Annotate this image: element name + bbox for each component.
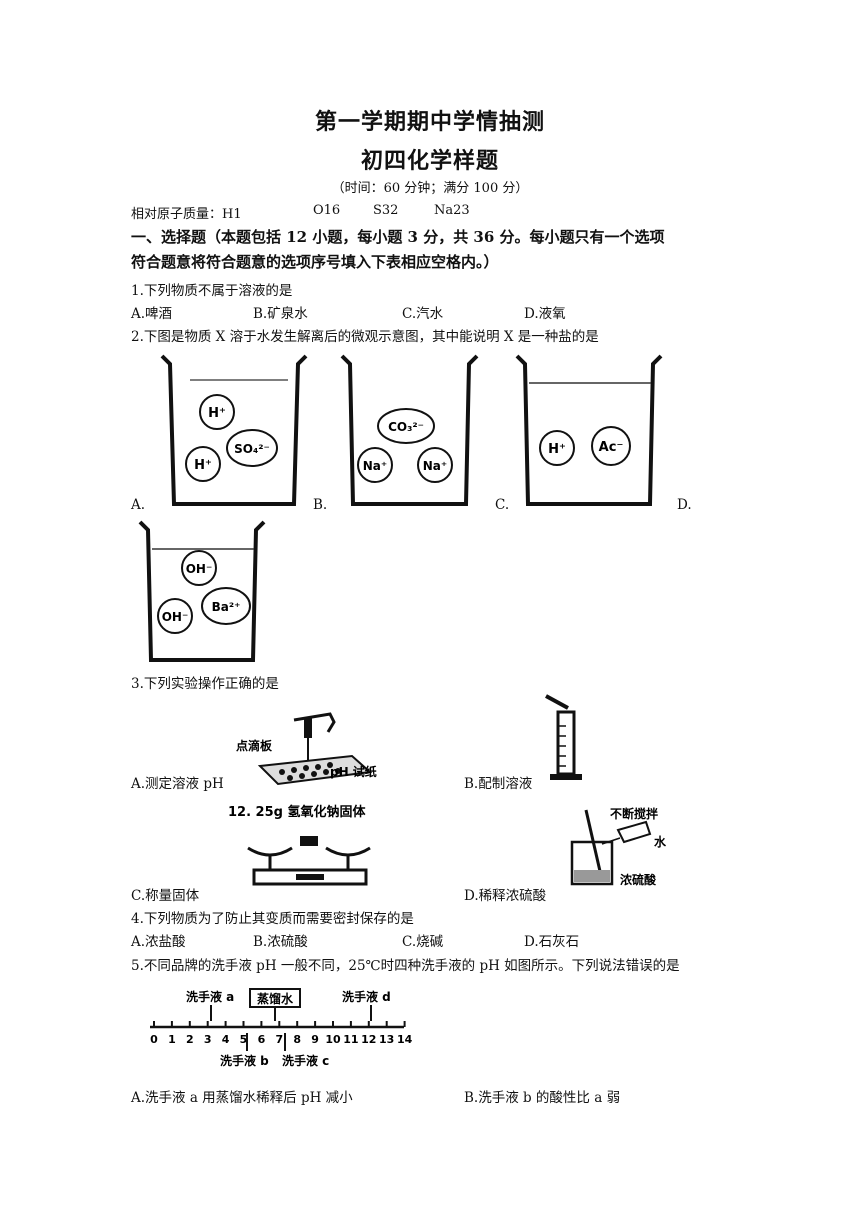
conc-acid-label: 浓硫酸: [620, 872, 657, 887]
label-d: 洗手液 d: [342, 989, 391, 1004]
question-1-option-c: C.汽水: [402, 306, 444, 322]
question-3-option-b: B.配制溶液: [464, 776, 533, 792]
question-1-option-a: A.啤酒: [131, 306, 173, 322]
ion-label: SO₄²⁻: [234, 442, 270, 456]
atomic-mass-label: 相对原子质量：H1: [131, 207, 242, 222]
scale-tick-label: 2: [186, 1033, 194, 1046]
question-2-option-b: B.: [313, 497, 328, 513]
scale-tick-label: 12: [361, 1033, 376, 1046]
question-4-option-b: B.浓硫酸: [253, 934, 308, 950]
question-5-option-a: A.洗手液 a 用蒸馏水稀释后 pH 减小: [131, 1090, 353, 1106]
question-4-option-c: C.烧碱: [402, 934, 444, 950]
label-a: 洗手液 a: [186, 989, 234, 1004]
ion-label: OH⁻: [162, 610, 189, 624]
question-1-option-d: D.液氧: [524, 306, 566, 322]
question-5-option-b: B.洗手液 b 的酸性比 a 弱: [464, 1090, 621, 1106]
measuring-cylinder-figure: [545, 694, 582, 780]
question-4-stem: 4.下列物质为了防止其变质而需要密封保存的是: [131, 911, 414, 927]
ion-label: H⁺: [208, 406, 226, 421]
time-note: （时间：60 分钟；满分 100 分）: [331, 181, 529, 196]
question-1-stem: 1.下列物质不属于溶液的是: [131, 283, 293, 299]
question-3-option-c: C.称量固体: [131, 888, 200, 904]
page-title: 第一学期期中学情抽测: [314, 109, 545, 135]
scale-tick-label: 7: [275, 1033, 283, 1046]
question-3-option-d: D.稀释浓硫酸: [464, 888, 547, 904]
scale-tick-label: 11: [343, 1033, 358, 1046]
question-4-option-d: D.石灰石: [524, 934, 580, 950]
question-3-stem: 3.下列实验操作正确的是: [131, 676, 279, 692]
atomic-mass-na: Na23: [434, 203, 470, 218]
label-b: 洗手液 b: [220, 1053, 269, 1068]
section-heading-line2: 符合题意将符合题意的选项序号填入下表相应空格内。）: [131, 253, 499, 271]
scale-tick-label: 10: [325, 1033, 341, 1046]
scale-tick-label: 9: [311, 1033, 319, 1046]
ion-label: Ac⁻: [599, 440, 624, 455]
question-5-stem: 5.不同品牌的洗手液 pH 一般不同，25℃时四种洗手液的 pH 如图所示。下列…: [131, 958, 680, 974]
scale-tick-label: 8: [293, 1033, 301, 1046]
atomic-mass-o: O16: [313, 203, 341, 218]
scale-tick-label: 5: [240, 1033, 248, 1046]
scale-tick-label: 6: [258, 1033, 266, 1046]
naoh-label: 12. 25g 氢氧化钠固体: [228, 804, 366, 820]
ion-label: Ba²⁺: [212, 600, 241, 614]
ion-label: H⁺: [548, 442, 566, 457]
ion-label: H⁺: [194, 458, 212, 473]
question-3-option-a: A.测定溶液 pH: [131, 776, 224, 792]
scale-tick-label: 1: [168, 1033, 176, 1046]
atomic-mass-s: S32: [373, 203, 399, 218]
spot-plate-label: 点滴板: [236, 738, 273, 753]
question-2-option-c: C.: [495, 497, 510, 513]
beaker-b-figure: CO₃²⁻ Na⁺ Na⁺: [340, 354, 479, 506]
question-2-option-a: A.: [131, 497, 146, 513]
scale-tick-label: 14: [397, 1033, 413, 1046]
label-c: 洗手液 c: [282, 1053, 329, 1068]
section-heading-line1: 一、选择题（本题包括 12 小题，每小题 3 分，共 36 分。每小题只有一个选…: [131, 228, 665, 246]
scale-tick-label: 0: [150, 1033, 158, 1046]
beaker-a-figure: H⁺ SO₄²⁻ H⁺: [160, 354, 308, 506]
ph-paper-label: pH 试纸: [330, 764, 377, 779]
water-label: 水: [654, 834, 667, 849]
ion-label: Na⁺: [363, 459, 387, 473]
beaker-c-figure: H⁺ Ac⁻: [515, 354, 663, 506]
ion-label: CO₃²⁻: [388, 420, 424, 434]
beaker-d-figure: OH⁻ OH⁻ Ba²⁺: [138, 520, 266, 662]
scale-tick-label: 13: [379, 1033, 394, 1046]
question-2-option-d: D.: [677, 497, 692, 513]
question-1-option-b: B.矿泉水: [253, 306, 308, 322]
dilution-figure: 不断搅拌 水 浓硫酸: [570, 806, 667, 887]
question-2-stem: 2.下图是物质 X 溶于水发生解离后的微观示意图，其中能说明 X 是一种盐的是: [131, 329, 599, 345]
label-water: 蒸馏水: [257, 991, 294, 1006]
ion-label: OH⁻: [186, 562, 213, 576]
ion-label: Na⁺: [423, 459, 447, 473]
balance-figure: 12. 25g 氢氧化钠固体: [228, 804, 371, 886]
question-4-option-a: A.浓盐酸: [131, 934, 186, 950]
scale-tick-label: 4: [222, 1033, 230, 1046]
stir-label: 不断搅拌: [610, 806, 658, 821]
scale-tick-label: 3: [204, 1033, 212, 1046]
ph-test-figure: 点滴板 pH 试纸: [236, 712, 377, 786]
page-subtitle: 初四化学样题: [360, 148, 499, 174]
